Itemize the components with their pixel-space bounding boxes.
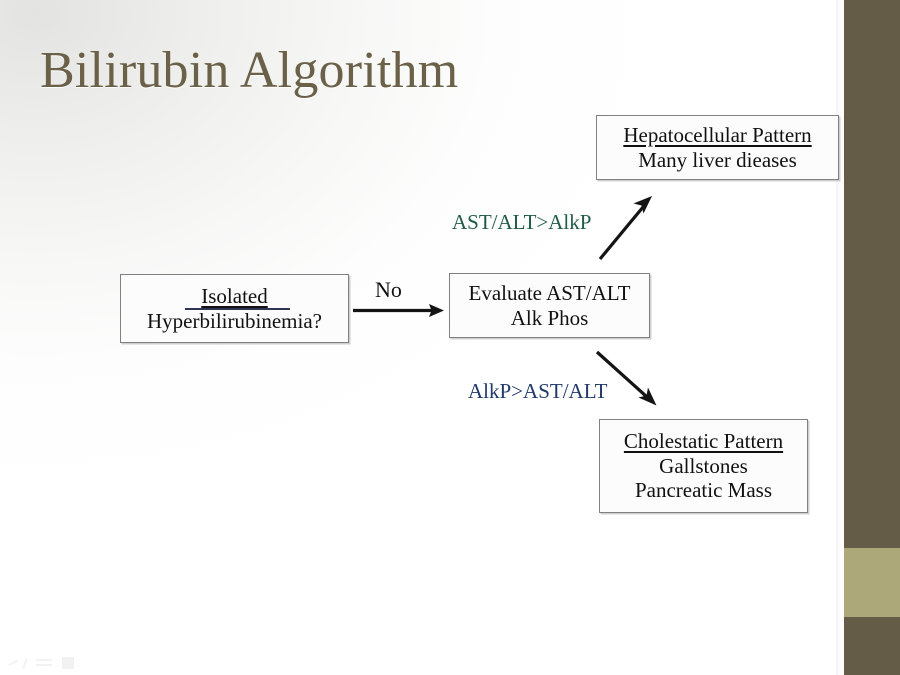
- node-line-text: Hepatocellular Pattern: [623, 122, 812, 147]
- arrow-hepatocellular: [598, 196, 652, 261]
- sidebar-band-khaki: [844, 548, 900, 617]
- node-line-text: Alk Phos: [510, 305, 589, 330]
- node-line-text: Isolated: [201, 283, 268, 308]
- node-line-text: Cholestatic Pattern: [623, 428, 784, 453]
- sidebar-gutter: [836, 0, 844, 675]
- node-cholestatic-pattern[interactable]: Cholestatic Pattern Gallstones Pancreati…: [599, 419, 808, 513]
- node-line-text: Gallstones: [659, 453, 748, 478]
- node-evaluate-enzymes[interactable]: Evaluate AST/ALT Alk Phos: [449, 273, 650, 338]
- page-title: Bilirubin Algorithm: [40, 42, 459, 99]
- node-isolated-hyperbilirubinemia[interactable]: Isolated Hyperbilirubinemia?: [120, 274, 349, 343]
- node-line-text: Hyperbilirubinemia?: [147, 308, 322, 333]
- isolated-underline-rule: [185, 308, 290, 310]
- edge-label-cholestatic: AlkP>AST/ALT: [468, 379, 608, 403]
- node-hepatocellular-pattern[interactable]: Hepatocellular Pattern Many liver diease…: [596, 115, 839, 180]
- faint-corner-artifact: [6, 653, 84, 671]
- node-line-text: Evaluate AST/ALT: [468, 280, 631, 305]
- node-line-text: Many liver dieases: [638, 147, 797, 172]
- sidebar-band-dark-bottom: [844, 617, 900, 675]
- node-line-text: Pancreatic Mass: [634, 478, 773, 503]
- edge-label-no: No: [375, 277, 402, 302]
- sidebar-band-dark-top: [844, 0, 900, 548]
- edge-label-hepatocellular: AST/ALT>AlkP: [452, 210, 592, 234]
- arrow-no: [353, 304, 444, 317]
